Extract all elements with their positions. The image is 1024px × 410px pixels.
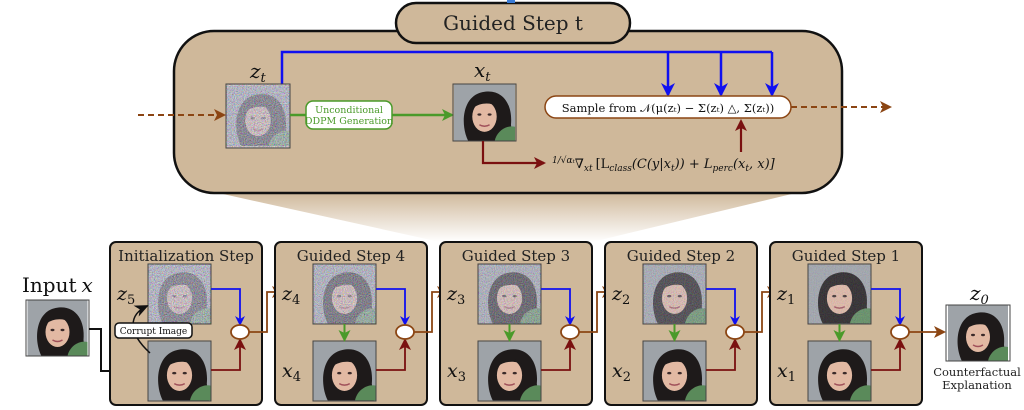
blue-arrow — [211, 288, 245, 326]
x-clean-image — [643, 341, 706, 401]
detail-title: Guided Step t — [443, 11, 583, 35]
x-clean-image — [313, 341, 376, 401]
step-title: Guided Step 2 — [627, 247, 735, 265]
counterfactual-caption-2: Explanation — [942, 378, 1012, 392]
red-arrow — [376, 338, 411, 371]
blue-bus-line — [280, 50, 772, 84]
blue-arrow — [871, 288, 905, 326]
red-arrow — [871, 338, 906, 371]
zt-label: zt — [249, 59, 267, 86]
step-title: Guided Step 4 — [297, 247, 405, 265]
noise-overlay — [643, 264, 706, 324]
x-label: x1 — [777, 360, 796, 385]
gradient-formula: 1/√αₜ∇xt[Lclass(C(y|xt)) + Lperc(xt, x)] — [552, 155, 776, 174]
x-label: x4 — [282, 360, 301, 385]
step-title: Initialization Step — [118, 247, 254, 265]
ddpm-line2: DDPM Generation — [305, 116, 393, 127]
z-label: z5 — [116, 283, 135, 308]
z0-label: z0 — [969, 281, 989, 308]
red-arrow — [211, 338, 246, 371]
red-arrow — [706, 338, 741, 371]
step-title: Guided Step 3 — [462, 247, 570, 265]
step-title: Guided Step 1 — [792, 247, 900, 265]
x-label: x2 — [612, 360, 631, 385]
blue-mark — [507, 0, 515, 3]
x-label: x3 — [447, 360, 466, 385]
zt-noisy-image — [225, 83, 291, 149]
combine-node — [890, 324, 910, 340]
counterfactual-image — [947, 305, 1009, 361]
z-label: z4 — [281, 283, 300, 308]
counterfactual-caption-1: Counterfactual — [933, 365, 1021, 379]
x-clean-image — [478, 341, 541, 401]
z-label: z1 — [776, 283, 795, 308]
blue-arrow — [376, 288, 410, 326]
sample-box-text: Sample from 𝒩(μ(zₜ) − Σ(zₜ) △, Σ(zₜ)) — [562, 101, 774, 115]
xt-clean-image — [452, 83, 517, 142]
red-gradient-arrow — [481, 141, 546, 169]
noise-overlay — [478, 264, 541, 324]
x-image-frame — [147, 340, 212, 402]
x-clean-image — [808, 341, 871, 401]
noise-overlay — [808, 264, 871, 324]
corrupt-image-box — [114, 322, 193, 339]
z-label: z2 — [611, 283, 630, 308]
combine-node — [395, 324, 415, 340]
blue-arrow — [541, 288, 575, 326]
detail-panel: Guided Step t zt Unconditional DDPM Gene… — [138, 0, 892, 195]
noise-overlay — [313, 264, 376, 324]
red-arrow — [541, 338, 576, 371]
z-label: z3 — [446, 283, 465, 308]
combine-node — [560, 324, 580, 340]
step-box-1: Guided Step 4 z4 x4 — [274, 241, 449, 406]
input-image — [26, 300, 89, 356]
step-box-4: Guided Step 1 z1 x1 — [769, 241, 946, 406]
step-box-3: Guided Step 2 z2 x2 — [604, 241, 779, 406]
output-group: z0 Counterfactual Explanation — [933, 281, 1021, 392]
combine-node — [725, 324, 745, 340]
ddpm-line1: Unconditional — [315, 105, 383, 116]
xt-label: xt — [474, 58, 491, 85]
x-clean-image — [148, 341, 211, 401]
corrupt-image-label: Corrupt Image — [120, 327, 188, 337]
blue-arrow — [706, 288, 740, 326]
zoom-funnel — [214, 192, 800, 242]
step-box-2: Guided Step 3 z3 x3 — [439, 241, 614, 406]
noise-overlay — [148, 264, 211, 324]
combine-node — [230, 324, 250, 340]
